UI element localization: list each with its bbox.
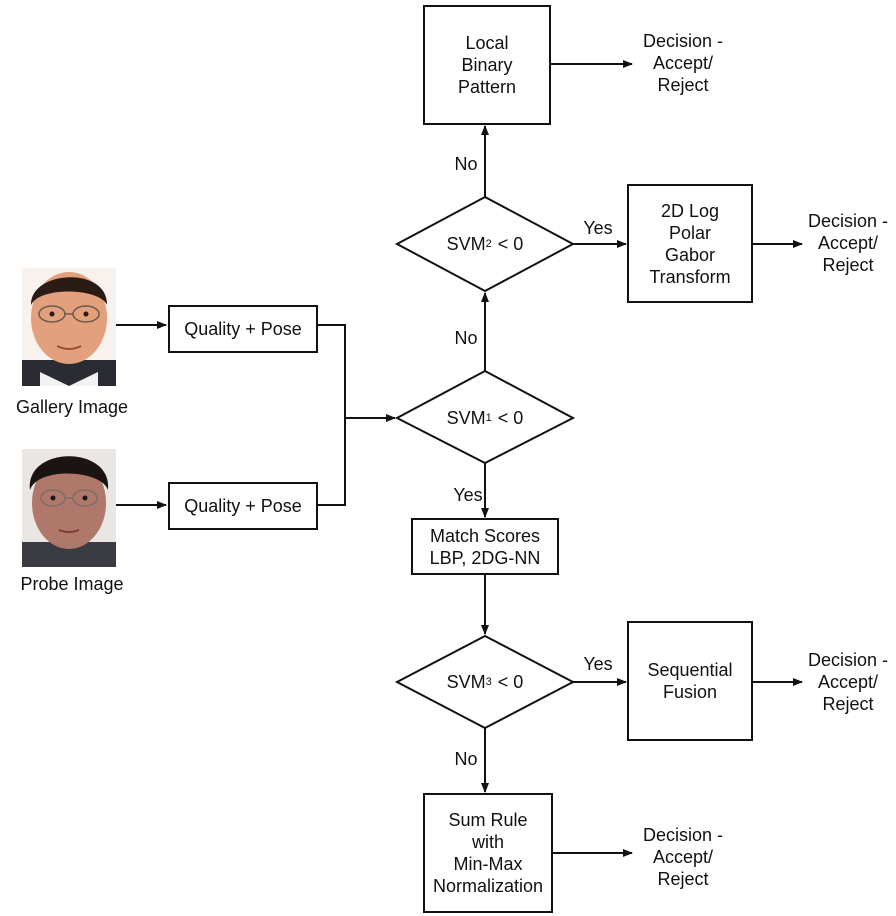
svm2-suffix: < 0 [492,233,524,254]
gallery-image-caption: Gallery Image [15,397,129,417]
svm3-suffix: < 0 [492,671,524,692]
decision-outcome-log-polar: Decision - Accept/ Reject [807,211,889,275]
probe-face-image [22,449,116,567]
svm1-prefix: SVM [446,407,486,428]
svm2-no-label: No [454,154,478,174]
local-binary-pattern-box: Local Binary Pattern [423,5,551,125]
sequential-fusion-box: Sequential Fusion [627,621,753,741]
decision-outcome-sequential-fusion: Decision - Accept/ Reject [807,650,889,714]
probe-image-caption: Probe Image [20,574,124,594]
sum-rule-box: Sum Rule with Min-Max Normalization [423,793,553,913]
svm2-diamond [394,195,576,293]
log-polar-gabor-box: 2D Log Polar Gabor Transform [627,184,753,303]
svm1-no-label: No [454,328,478,348]
svm3-prefix: SVM [446,671,486,692]
quality-pose-box-probe: Quality + Pose [168,482,318,530]
svm2-yes-label: Yes [583,218,613,238]
svm1-yes-label: Yes [453,485,483,505]
svm1-suffix: < 0 [492,407,524,428]
match-scores-box: Match Scores LBP, 2DG-NN [411,518,559,575]
svm3-no-label: No [454,749,478,769]
svm2-prefix: SVM [446,233,486,254]
decision-outcome-sum-rule: Decision - Accept/ Reject [642,825,724,889]
svm3-subscript: 3 [485,676,492,688]
quality-pose-box-gallery: Quality + Pose [168,305,318,353]
decision-outcome-lbp: Decision - Accept/ Reject [642,31,724,95]
svm3-yes-label: Yes [583,654,613,674]
svm2-subscript: 2 [485,238,492,250]
gallery-face-image [22,268,116,386]
svm1-subscript: 1 [485,412,492,424]
